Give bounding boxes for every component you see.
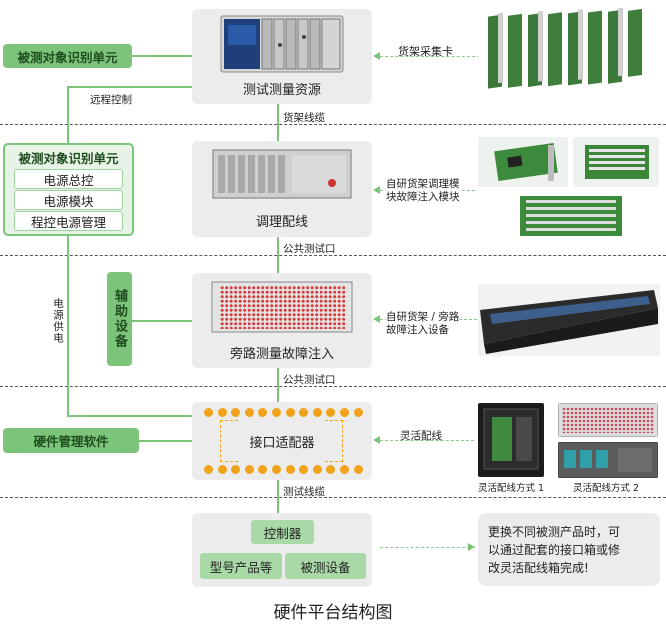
- aux-device-wire: [131, 320, 192, 322]
- remote-control-wire: [67, 86, 69, 146]
- daq-card-label: 货架采集卡: [398, 45, 453, 58]
- aux-device-label: 辅助设备: [112, 289, 127, 349]
- hw-software-wire: [139, 440, 192, 442]
- bypass-device-label-1: 自研货架 / 旁路: [386, 309, 460, 324]
- device-under-test-group: 控制器 型号产品等 被测设备: [192, 513, 372, 587]
- adapter-top-pins: [204, 408, 367, 417]
- section-divider-2: [0, 255, 666, 256]
- conditioning-module-arrow-icon: [373, 186, 380, 194]
- bypass-fault-injection-node: 旁路测量故障注入: [192, 273, 372, 368]
- flex-wiring-arrow-icon: [373, 436, 380, 444]
- identification-unit-panel-title: 被测对象识别单元: [18, 151, 119, 166]
- bypass-device-label-2: 故障注入设备: [386, 322, 449, 337]
- flex-wiring-link: [380, 440, 474, 441]
- power-supply-label: 电源供电: [52, 298, 64, 344]
- adapter-trace-bl: [220, 461, 238, 462]
- programmable-power-management: 程控电源管理: [14, 211, 123, 231]
- conditioning-module-photo-1: [478, 137, 568, 187]
- flex-wiring-label: 灵活配线: [400, 430, 442, 442]
- test-cable-label: 测试线缆: [283, 486, 325, 498]
- note-line-3: 改灵活配线箱完成!: [488, 561, 589, 575]
- identification-unit-panel: 被测对象识别单元 电源总控 电源模块 程控电源管理: [3, 143, 134, 236]
- conditioning-module-photo-2: [573, 137, 659, 187]
- note-line-1: 更换不同被测产品时，可: [488, 525, 621, 539]
- power-supply-wire: [67, 235, 69, 416]
- bypass-device-photo: [478, 284, 660, 356]
- adapter-trace-br: [325, 461, 343, 462]
- conditioning-module-label-1: 自研货架调理模: [386, 176, 460, 191]
- adapter-left-trace: [220, 420, 221, 462]
- daq-card-link: [380, 56, 480, 57]
- daq-card-photo: [478, 8, 658, 100]
- conditioning-module-photo-3: [512, 190, 630, 242]
- adapter-bottom-pins: [204, 465, 367, 474]
- bypass-device-arrow-icon: [373, 315, 380, 323]
- top-identification-unit-label: 被测对象识别单元: [17, 49, 118, 65]
- interface-adapter-node: 接口适配器: [192, 402, 372, 480]
- bypass-fault-injection-label: 旁路测量故障注入: [229, 347, 334, 362]
- note-arrow-icon: [468, 543, 475, 551]
- rack-cable-label: 货架线缆: [283, 112, 325, 124]
- conditioning-chassis-icon: [212, 149, 352, 199]
- controller-box: 控制器: [251, 520, 314, 544]
- interface-adapter-label: 接口适配器: [249, 436, 315, 451]
- hw-management-software: 硬件管理软件: [3, 428, 139, 453]
- adapter-right-trace: [342, 420, 343, 462]
- section-divider-4: [0, 497, 666, 498]
- rack-cable-wire: [277, 104, 279, 142]
- flex-mode-2-label: 灵活配线方式 2: [573, 483, 640, 494]
- power-master-control: 电源总控: [14, 169, 123, 189]
- top-identification-unit: 被测对象识别单元: [3, 44, 132, 68]
- note-line-2: 以通过配套的接口箱或修: [488, 543, 621, 557]
- public-port-wire-1: [277, 237, 279, 273]
- top-unit-wire: [132, 55, 192, 57]
- public-port-label-2: 公共测试口: [283, 374, 336, 386]
- public-port-label-1: 公共测试口: [283, 243, 336, 255]
- measurement-resource-label: 测试测量资源: [242, 83, 321, 98]
- test-cable-wire: [277, 480, 279, 513]
- aux-device-box: 辅助设备: [107, 272, 132, 366]
- power-supply-wire-h: [67, 415, 192, 417]
- flex-wiring-photo-1: [478, 403, 544, 477]
- remote-control-label: 远程控制: [90, 94, 132, 106]
- note-link: [380, 547, 475, 548]
- flex-mode-1-label: 灵活配线方式 1: [478, 483, 545, 494]
- note-box: 更换不同被测产品时，可 以通过配套的接口箱或修 改灵活配线箱完成!: [478, 513, 660, 586]
- adapter-trace-tl: [220, 420, 238, 421]
- conditioning-wiring-label: 调理配线: [255, 215, 308, 230]
- daq-card-arrow-icon: [373, 52, 380, 60]
- diagram-caption: 硬件平台结构图: [273, 603, 393, 623]
- section-divider-1: [0, 124, 666, 125]
- flex-wiring-photo-2a: [558, 403, 658, 437]
- remote-control-wire-h: [67, 86, 192, 88]
- adapter-trace-tr: [325, 420, 343, 421]
- device-under-test-box: 被测设备: [285, 553, 366, 579]
- section-divider-3: [0, 386, 666, 387]
- public-port-wire-2: [277, 368, 279, 402]
- conditioning-wiring-node: 调理配线: [192, 141, 372, 237]
- flex-wiring-photo-2b: [558, 442, 658, 478]
- note-text: 更换不同被测产品时，可 以通过配套的接口箱或修 改灵活配线箱完成!: [488, 523, 620, 577]
- power-module: 电源模块: [14, 190, 123, 210]
- conditioning-module-label-2: 块故障注入模块: [386, 189, 460, 204]
- measurement-resource-node: 测试测量资源: [192, 9, 372, 104]
- model-products-box: 型号产品等: [200, 553, 282, 579]
- hw-management-software-label: 硬件管理软件: [33, 434, 109, 449]
- bypass-panel-icon: [211, 281, 353, 333]
- pxi-chassis-icon: [220, 15, 344, 73]
